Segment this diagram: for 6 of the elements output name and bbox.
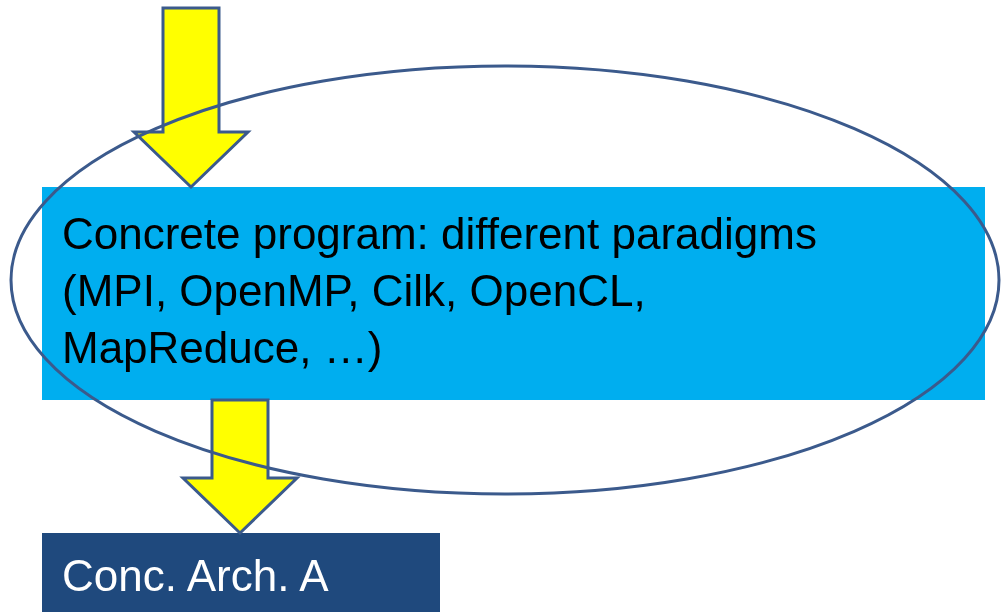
box-label: Conc. Arch. A: [62, 550, 330, 602]
box-label: Concrete program: different paradigms (MPI, OpenMP, Cilk, OpenCL, MapReduce, …): [62, 208, 818, 375]
process-box: [42, 533, 440, 612]
block-arrow: [130, 6, 252, 190]
block-arrow: [179, 398, 301, 536]
oval-outline: [9, 64, 1001, 496]
